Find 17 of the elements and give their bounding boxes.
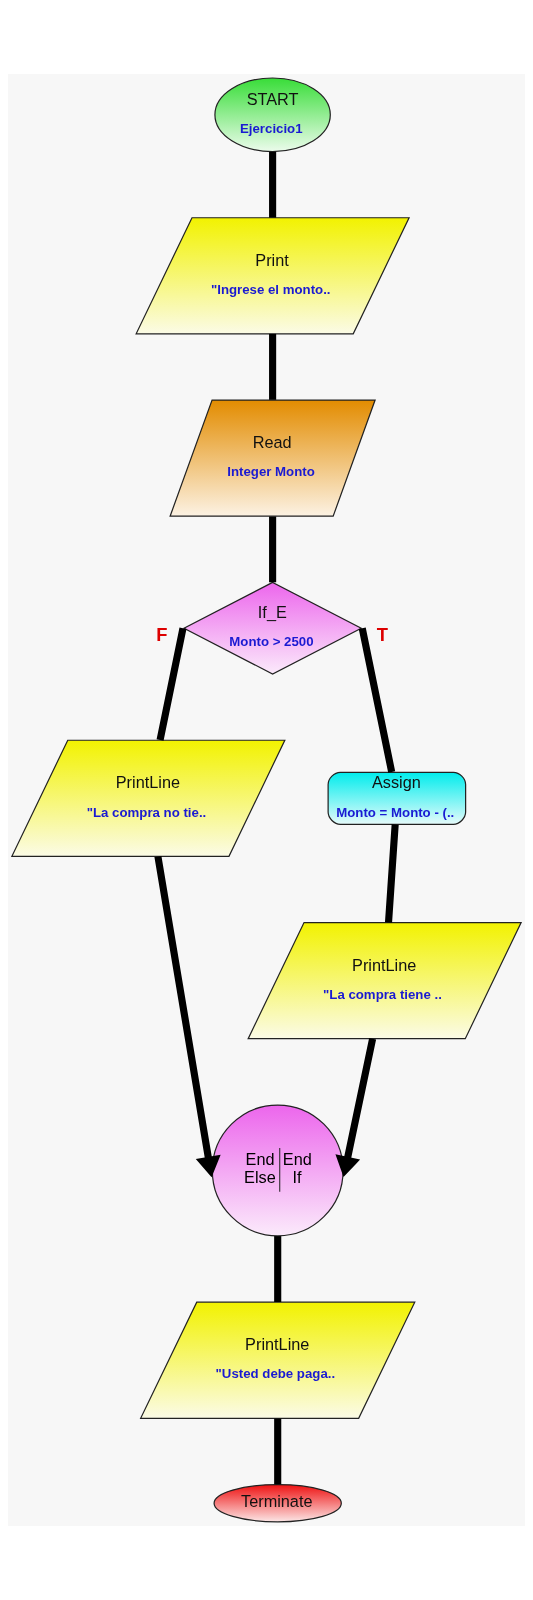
connector	[358, 627, 396, 773]
node-ellipse: Terminate	[213, 1484, 342, 1523]
edge-label: F	[156, 623, 168, 645]
connector	[269, 516, 277, 583]
node-diamond: If_E Monto > 2500	[182, 581, 363, 675]
node-circle: End Else End If	[211, 1104, 344, 1237]
arrow	[335, 1038, 377, 1178]
edge-label: T	[376, 623, 388, 645]
connector	[269, 333, 277, 400]
node-ellipse: START Ejercicio1	[214, 77, 331, 153]
connector	[156, 627, 187, 741]
connector	[269, 151, 277, 218]
connector	[274, 1236, 282, 1302]
node-box: Assign Monto = Monto - (..	[327, 771, 467, 825]
connector	[384, 824, 399, 923]
arrow	[154, 855, 221, 1178]
connector	[274, 1418, 282, 1485]
